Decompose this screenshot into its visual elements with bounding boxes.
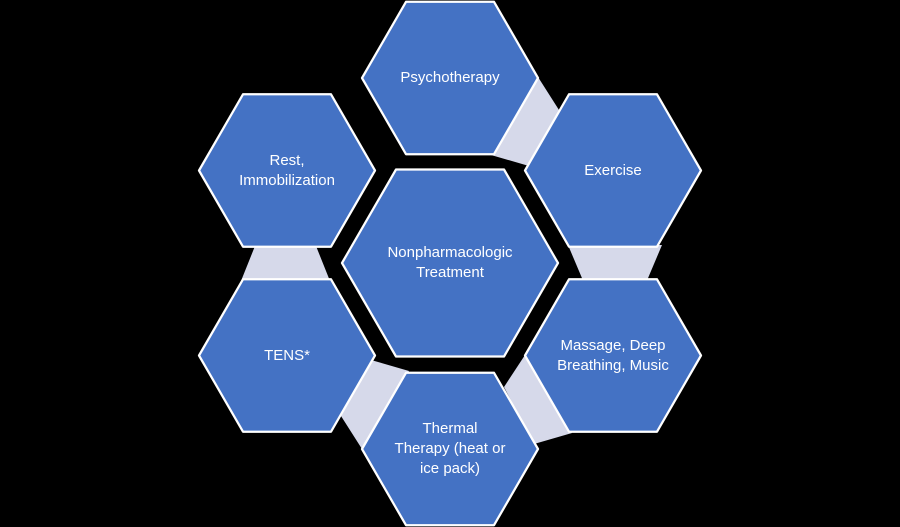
connector-layer xyxy=(241,77,662,449)
connector-thermal-tens xyxy=(341,360,409,449)
connector-massage-thermal xyxy=(504,355,572,444)
hexagon-massage[interactable] xyxy=(523,278,703,433)
connector-tens-rest xyxy=(241,246,330,281)
hexagon-tens[interactable] xyxy=(197,278,377,433)
connector-psychotherapy-exercise xyxy=(491,77,559,166)
hexagon-psychotherapy[interactable] xyxy=(360,0,540,156)
connector-exercise-massage xyxy=(568,245,662,281)
hexagon-center[interactable] xyxy=(340,168,560,358)
hexagon-thermal[interactable] xyxy=(360,371,540,527)
hexagon-rest[interactable] xyxy=(197,93,377,248)
hexagon-layer xyxy=(197,0,703,527)
hexagon-exercise[interactable] xyxy=(523,93,703,248)
